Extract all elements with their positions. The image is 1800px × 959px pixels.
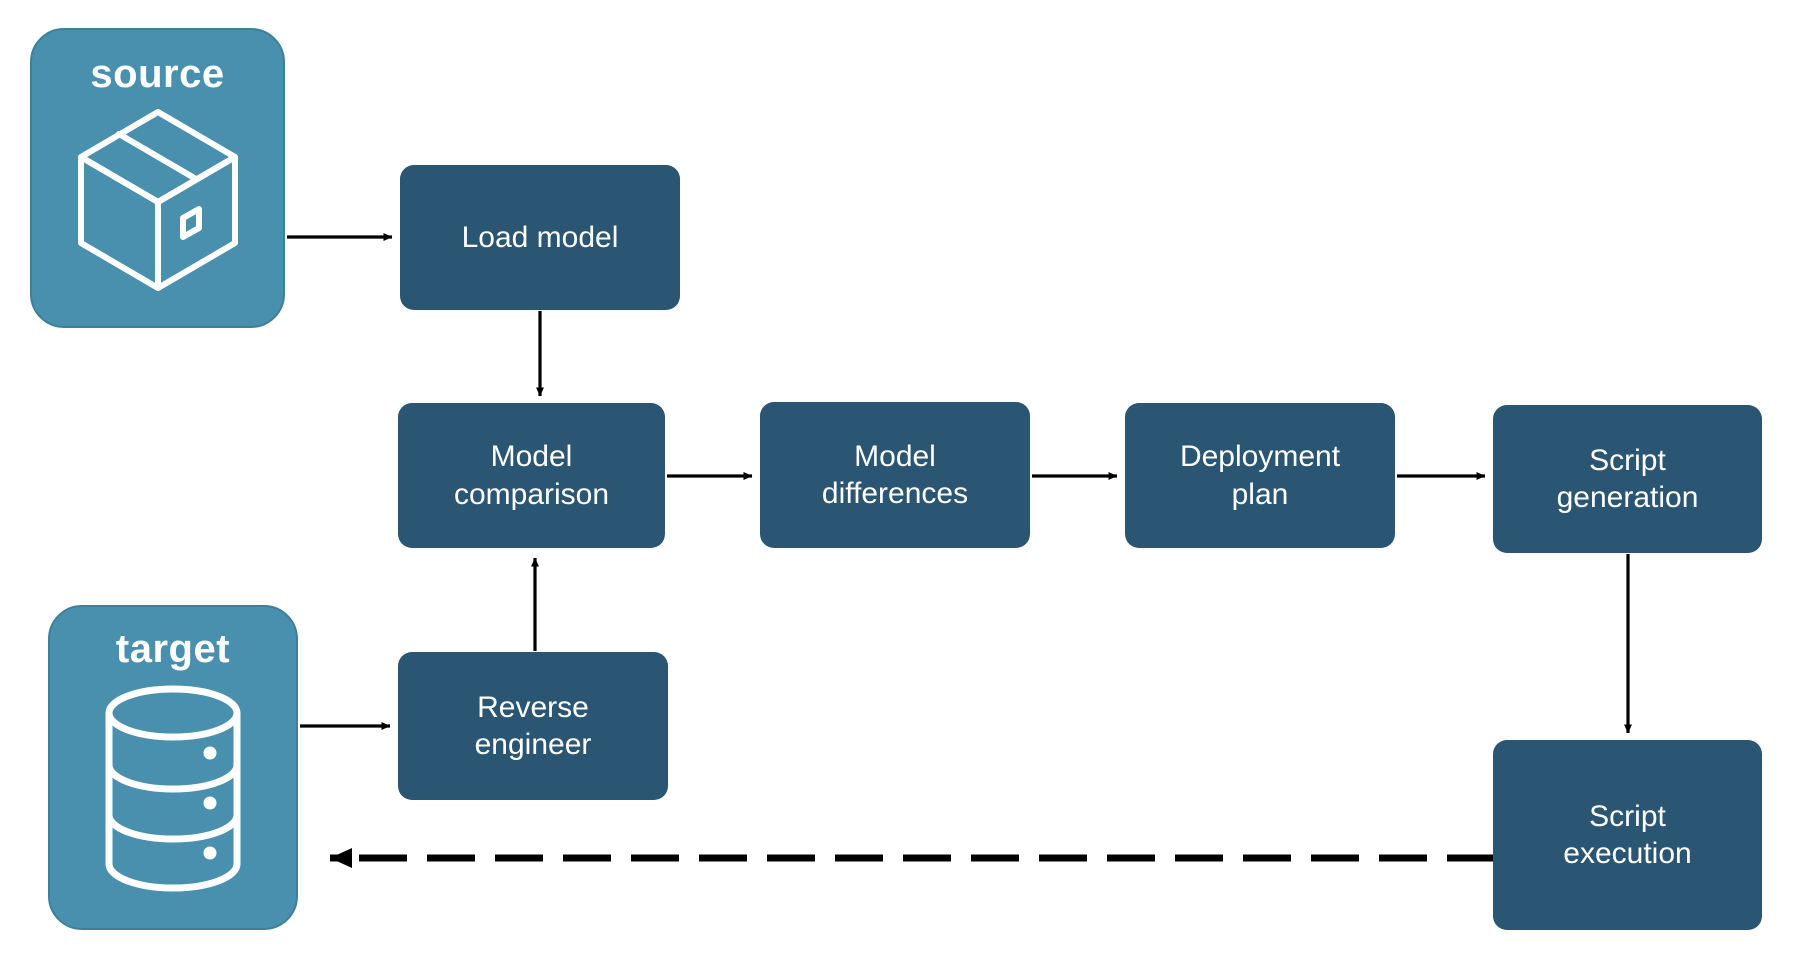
process-box-model-differences[interactable]: Model differences: [760, 402, 1030, 548]
process-label-deployment-plan: Deployment plan: [1179, 440, 1341, 511]
process-label-model-comparison: Model comparison: [453, 440, 610, 511]
process-label-model-differences: Model differences: [821, 439, 969, 511]
endpoint-card-target[interactable]: target: [48, 605, 298, 930]
process-label-script-execution: Script execution: [1563, 799, 1692, 871]
database-cylinder-icon: [105, 685, 241, 892]
process-box-reverse-engineer[interactable]: Reverse engineer: [398, 652, 668, 800]
process-box-deployment-plan[interactable]: Deployment plan: [1125, 403, 1395, 548]
process-box-script-execution[interactable]: Script execution: [1493, 740, 1762, 930]
endpoint-label-target: target: [115, 627, 231, 671]
process-box-model-comparison[interactable]: Model comparison: [398, 403, 665, 548]
process-label-script-generation: Script generation: [1556, 443, 1699, 515]
process-label-reverse-engineer: Reverse engineer: [474, 690, 592, 762]
endpoint-label-source: source: [90, 52, 225, 96]
endpoint-card-source[interactable]: source: [30, 28, 285, 328]
package-box-icon: [77, 109, 238, 291]
process-box-script-generation[interactable]: Script generation: [1493, 405, 1762, 553]
process-box-load-model[interactable]: Load model: [400, 165, 680, 310]
process-label-load-model: Load model: [461, 220, 619, 254]
